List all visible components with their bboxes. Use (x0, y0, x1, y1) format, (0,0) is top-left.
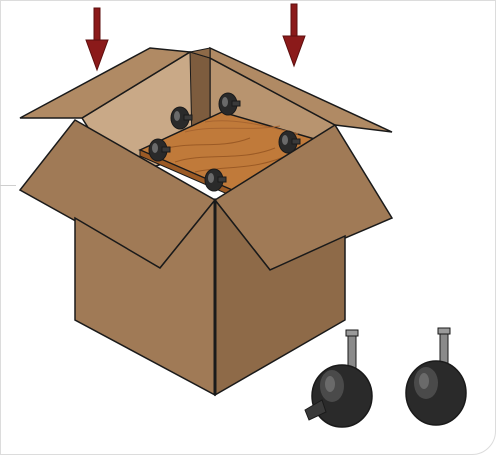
caster-wheel-icon (305, 330, 372, 427)
down-arrow-right-icon (283, 4, 305, 66)
down-arrow-left-icon (86, 8, 108, 70)
caster-wheel-icon (406, 328, 466, 425)
